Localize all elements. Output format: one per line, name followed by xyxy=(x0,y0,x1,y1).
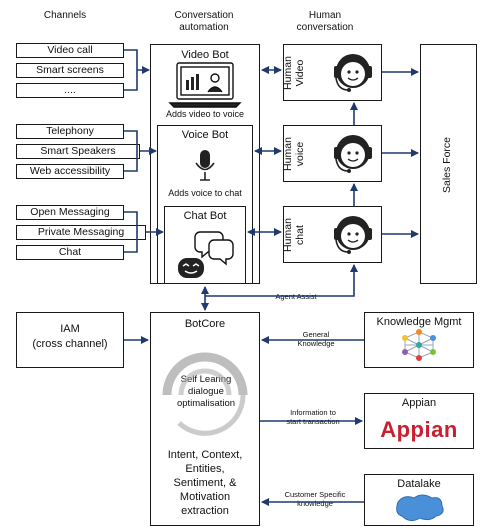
microphone-icon xyxy=(195,150,215,181)
sales-force-box xyxy=(420,44,477,284)
laptop-icon xyxy=(168,62,242,108)
chat-bubbles-icon xyxy=(194,231,234,266)
edge-label-general-knowledge: General Knowledge xyxy=(297,330,335,348)
header-conversation-automation: Conversation automation xyxy=(174,10,234,33)
appian-title: Appian xyxy=(401,397,437,409)
channel-chat: Chat xyxy=(16,245,124,260)
headset-agent-icon-chat xyxy=(334,216,372,254)
knowledge-network-icon xyxy=(402,329,436,361)
channel-private-messaging: Private Messaging xyxy=(16,225,146,240)
knowledge-mgmt-title: Knowledge Mgmt xyxy=(376,316,462,328)
datalake-blob-icon xyxy=(396,494,444,522)
chat-bot-title: Chat Bot xyxy=(183,210,227,222)
robot-face-icon xyxy=(178,258,204,278)
iam-box xyxy=(16,312,124,368)
channel-open-messaging: Open Messaging xyxy=(16,205,124,220)
headset-agent-icon-voice xyxy=(334,135,372,173)
video-bot-caption: Adds video to voice xyxy=(165,109,245,119)
edge-label-customer-knowledge: Customer Specific knowledge xyxy=(284,490,346,508)
datalake-title: Datalake xyxy=(397,478,441,490)
channel-smart-screens: Smart screens xyxy=(16,63,124,78)
header-human-conversation: Human conversation xyxy=(296,10,354,33)
bracket-chat-channels xyxy=(124,211,163,253)
bracket-video-channels xyxy=(124,49,149,91)
connector-agent-assist xyxy=(205,264,358,297)
header-channels: Channels xyxy=(43,10,87,21)
iam-label: IAM (cross channel) xyxy=(32,323,108,350)
channel-more: .... xyxy=(16,83,124,98)
voice-bot-caption: Adds voice to chat xyxy=(168,188,242,198)
video-bot-title: Video Bot xyxy=(181,49,229,61)
channel-video-call: Video call xyxy=(16,43,124,58)
appian-box xyxy=(364,393,474,449)
voice-bot-title: Voice Bot xyxy=(181,129,229,141)
swirl-icon xyxy=(162,352,248,436)
botcore-box xyxy=(150,312,260,526)
channel-telephony: Telephony xyxy=(16,124,124,139)
headset-agent-icon-video xyxy=(334,54,372,92)
botcore-footer: Intent, Context, Entities, Sentiment, & … xyxy=(167,449,243,517)
botcore-title: BotCore xyxy=(184,318,226,330)
bracket-voice-channels xyxy=(124,130,156,172)
channel-web-accessibility: Web accessibility xyxy=(16,164,124,179)
appian-logo: Appian xyxy=(380,417,458,442)
channel-smart-speakers: Smart Speakers xyxy=(16,144,140,159)
